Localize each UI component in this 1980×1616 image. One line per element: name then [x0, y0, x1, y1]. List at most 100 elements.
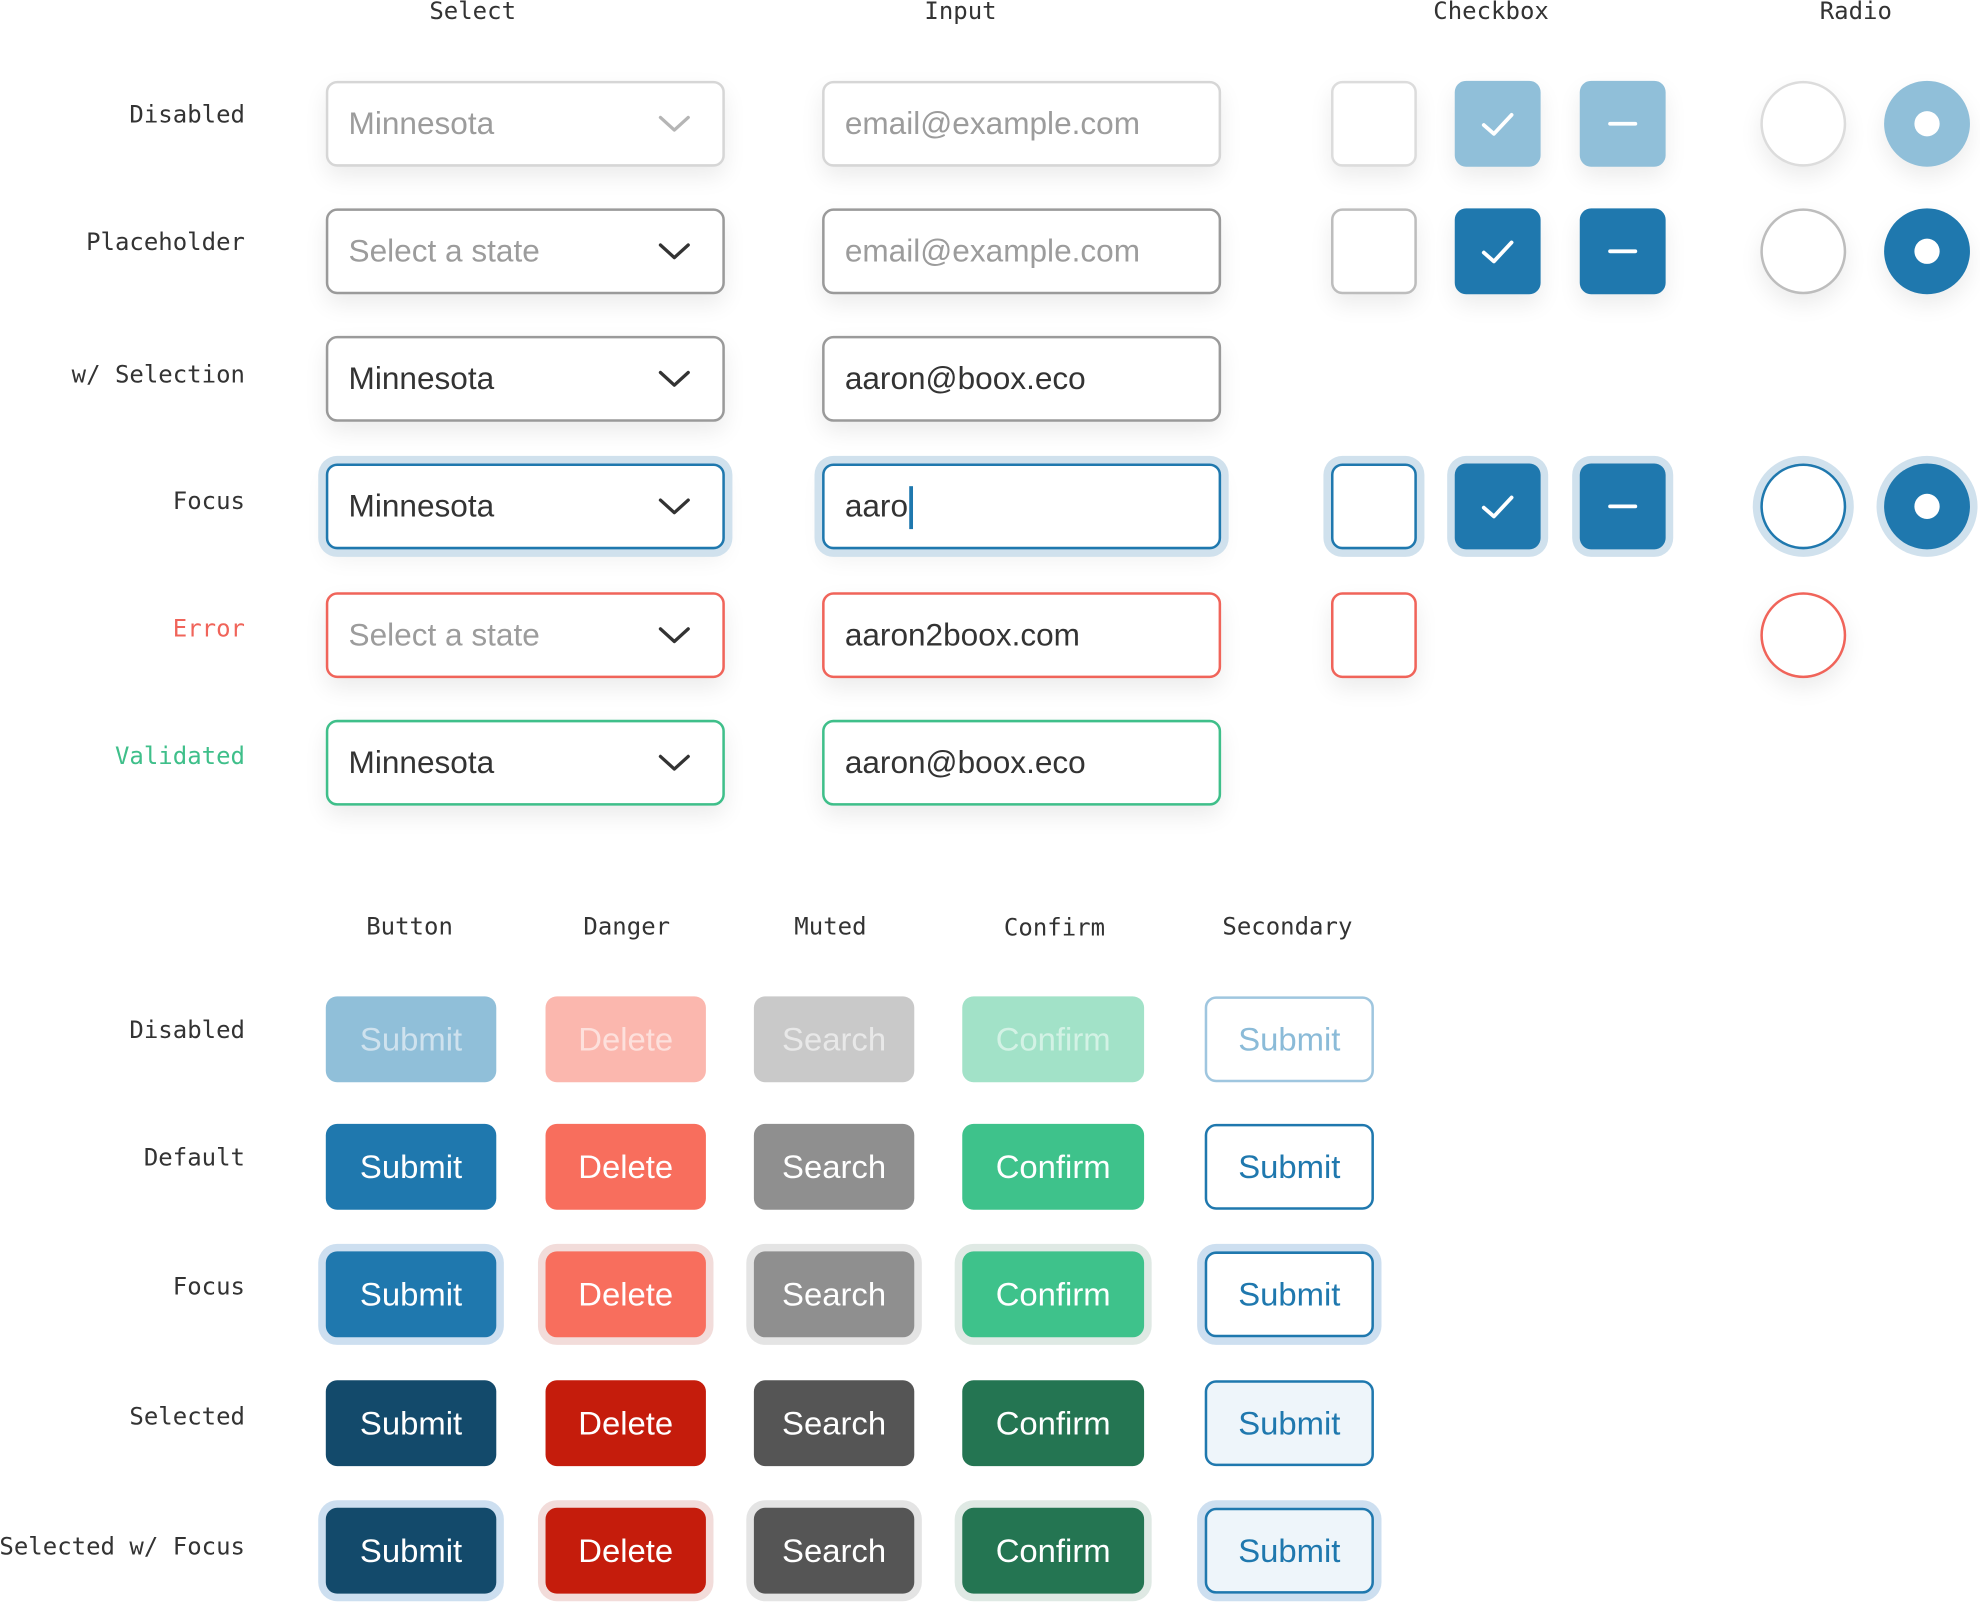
checkbox-disabled-indeterminate[interactable]	[1579, 80, 1666, 167]
radio-focus-selected[interactable]	[1884, 463, 1970, 550]
checkbox-focus-indeterminate[interactable]	[1579, 463, 1666, 550]
radio-unselected[interactable]	[1760, 208, 1847, 295]
select-placeholder-text: Select a state	[348, 233, 540, 269]
select-validated[interactable]: Minnesota	[325, 719, 725, 806]
search-button-selected-focus[interactable]: Search	[753, 1507, 915, 1594]
secondary-submit-button[interactable]: Submit	[1204, 1123, 1374, 1210]
select-placeholder[interactable]: Select a state	[325, 208, 725, 295]
confirm-button[interactable]: Confirm	[962, 1123, 1145, 1210]
radio-focus-unselected[interactable]	[1760, 463, 1847, 550]
select-value: Minnesota	[348, 106, 495, 142]
column-header-secondary: Secondary	[1222, 913, 1353, 941]
chevron-down-icon	[658, 498, 690, 515]
search-button[interactable]: Search	[753, 1123, 915, 1210]
delete-button-selected[interactable]: Delete	[545, 1380, 706, 1467]
select-disabled[interactable]: Minnesota	[325, 80, 725, 167]
submit-button[interactable]: Submit	[325, 1123, 497, 1210]
secondary-submit-button-disabled[interactable]: Submit	[1204, 996, 1374, 1083]
secondary-submit-button-selected-focus[interactable]: Submit	[1204, 1507, 1374, 1594]
email-input-validated[interactable]: aaron@boox.eco	[822, 719, 1222, 806]
checkbox-focus-checked[interactable]	[1454, 463, 1541, 550]
column-header-select: Select	[429, 0, 517, 26]
submit-button-selected[interactable]: Submit	[325, 1380, 497, 1467]
column-header-confirm: Confirm	[1003, 914, 1106, 943]
row-label-placeholder: Placeholder	[86, 228, 245, 257]
confirm-button-selected-focus[interactable]: Confirm	[962, 1507, 1145, 1594]
confirm-button-selected[interactable]: Confirm	[962, 1380, 1145, 1467]
row-label-validated: Validated	[114, 742, 245, 771]
confirm-button-focus[interactable]: Confirm	[962, 1251, 1145, 1338]
delete-button-selected-focus[interactable]: Delete	[545, 1507, 706, 1594]
select-placeholder-text: Select a state	[348, 617, 540, 653]
search-button-focus[interactable]: Search	[753, 1251, 915, 1338]
checkbox-disabled-unchecked[interactable]	[1330, 80, 1417, 167]
search-button-selected[interactable]: Search	[753, 1380, 915, 1467]
checkbox-checked[interactable]	[1454, 208, 1541, 295]
submit-button-focus[interactable]: Submit	[325, 1251, 497, 1338]
delete-button-disabled[interactable]: Delete	[545, 996, 706, 1083]
row-label-with-selection: w/ Selection	[71, 361, 245, 389]
checkbox-unchecked[interactable]	[1330, 208, 1417, 295]
chevron-down-icon	[658, 627, 690, 644]
column-header-checkbox: Checkbox	[1433, 0, 1549, 26]
secondary-submit-button-focus[interactable]: Submit	[1204, 1251, 1374, 1338]
minus-icon	[1608, 504, 1638, 509]
input-placeholder-text: email@example.com	[844, 233, 1141, 269]
radio-disabled-selected[interactable]	[1884, 80, 1970, 167]
input-value: aaron@boox.eco	[844, 361, 1086, 397]
input-value: aaron2boox.com	[844, 617, 1080, 653]
minus-icon	[1608, 249, 1638, 254]
select-value: Minnesota	[348, 745, 495, 781]
email-input-with-value[interactable]: aaron@boox.eco	[822, 335, 1222, 422]
secondary-submit-button-selected[interactable]: Submit	[1204, 1380, 1374, 1467]
row-label-focus: Focus	[172, 487, 245, 516]
row-label-button-selected-focus: Selected w/ Focus	[0, 1533, 245, 1561]
row-label-button-disabled: Disabled	[129, 1016, 245, 1045]
column-header-danger: Danger	[583, 913, 671, 941]
checkbox-focus-unchecked[interactable]	[1330, 463, 1417, 550]
minus-icon	[1608, 121, 1638, 126]
checkbox-disabled-checked[interactable]	[1454, 80, 1541, 167]
chevron-down-icon	[658, 115, 690, 132]
row-label-disabled: Disabled	[129, 101, 245, 129]
row-label-button-default: Default	[143, 1144, 245, 1172]
chevron-down-icon	[658, 370, 690, 387]
select-error[interactable]: Select a state	[325, 592, 725, 679]
chevron-down-icon	[658, 243, 690, 260]
chevron-down-icon	[658, 754, 690, 771]
delete-button-focus[interactable]: Delete	[545, 1251, 706, 1338]
select-focus[interactable]: Minnesota	[325, 463, 725, 550]
row-label-error: Error	[172, 614, 245, 643]
submit-button-disabled[interactable]: Submit	[325, 996, 497, 1083]
delete-button[interactable]: Delete	[545, 1123, 706, 1210]
radio-error[interactable]	[1760, 592, 1847, 679]
confirm-button-disabled[interactable]: Confirm	[962, 996, 1145, 1083]
email-input-focus[interactable]: aaro	[822, 463, 1222, 550]
input-placeholder-text: email@example.com	[844, 106, 1141, 142]
text-cursor	[909, 486, 914, 530]
email-input-placeholder[interactable]: email@example.com	[822, 208, 1222, 295]
select-value: Minnesota	[348, 488, 495, 525]
checkmark-icon	[1481, 240, 1514, 264]
column-header-input: Input	[924, 0, 997, 26]
submit-button-selected-focus[interactable]: Submit	[325, 1507, 497, 1594]
email-input-disabled[interactable]: email@example.com	[822, 80, 1222, 167]
input-value: aaro	[844, 488, 909, 525]
column-header-radio: Radio	[1819, 0, 1892, 26]
checkbox-error[interactable]	[1330, 592, 1417, 679]
checkmark-icon	[1481, 113, 1514, 136]
row-label-button-focus: Focus	[172, 1272, 245, 1301]
row-label-button-selected: Selected	[129, 1402, 245, 1431]
radio-selected[interactable]	[1884, 208, 1970, 295]
radio-disabled-unselected[interactable]	[1760, 80, 1847, 167]
select-value: Minnesota	[348, 361, 495, 397]
input-value: aaron@boox.eco	[844, 745, 1086, 781]
checkmark-icon	[1481, 495, 1514, 519]
checkbox-indeterminate[interactable]	[1579, 208, 1666, 295]
column-header-button: Button	[366, 913, 453, 941]
column-header-muted: Muted	[794, 913, 867, 941]
email-input-error[interactable]: aaron2boox.com	[822, 592, 1222, 679]
select-with-selection[interactable]: Minnesota	[325, 335, 725, 422]
search-button-disabled[interactable]: Search	[753, 996, 915, 1083]
input-value-wrapper: aaro	[844, 466, 914, 547]
